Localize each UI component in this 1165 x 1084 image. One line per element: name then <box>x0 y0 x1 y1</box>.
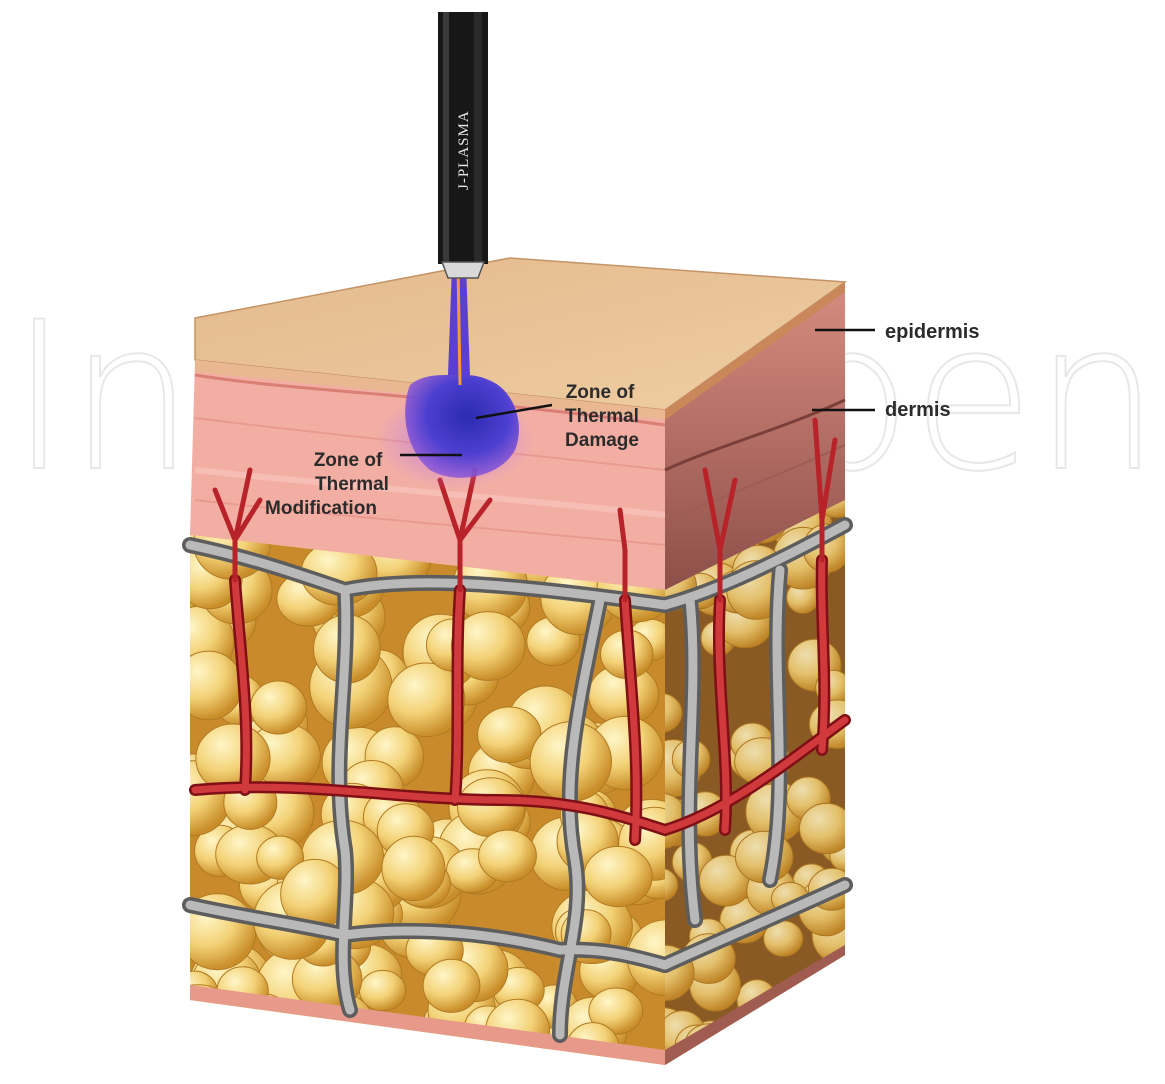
fat-globule <box>305 1029 365 1081</box>
fat-globule <box>174 651 242 720</box>
probe-brand-text: J-PLASMA <box>456 110 472 190</box>
fat-globule <box>285 1013 341 1068</box>
thermal-damage-label: Zone of Thermal Damage <box>565 382 639 451</box>
fat-globule <box>363 1025 421 1076</box>
epidermis-label: epidermis <box>885 321 979 343</box>
fat-globule <box>382 836 445 900</box>
fat-globule <box>732 1022 781 1067</box>
thermal-modification-line-1: Zone of <box>314 450 383 471</box>
fat-globule <box>212 1020 258 1067</box>
thermal-damage-line-3: Damage <box>565 430 639 451</box>
fat-globule <box>423 959 480 1012</box>
j-plasma-probe: J-PLASMA <box>438 12 488 278</box>
thermal-modification-line-3: Modification <box>265 498 377 519</box>
fat-globule <box>250 681 306 734</box>
fat-globule <box>458 778 525 837</box>
thermal-damage-line-1: Zone of <box>566 382 635 403</box>
fat-globule <box>780 1016 830 1058</box>
fat-globule <box>772 1004 817 1043</box>
fat-globule <box>479 830 537 882</box>
fat-globule <box>750 1027 808 1084</box>
dermis-label: dermis <box>885 399 951 421</box>
thermal-modification-line-2: Thermal <box>315 474 389 495</box>
thermal-damage-line-2: Thermal <box>565 406 639 427</box>
fat-globule <box>800 803 854 853</box>
fat-globule <box>282 1023 329 1067</box>
fat-globule <box>584 846 652 906</box>
